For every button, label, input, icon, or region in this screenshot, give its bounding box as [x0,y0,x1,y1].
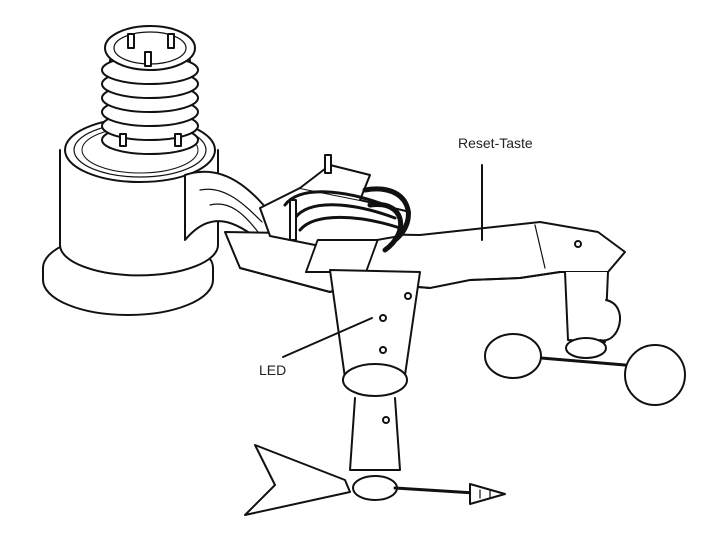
thermo-hygro-shield [101,25,199,155]
reset-button-label: Reset-Taste [458,135,533,151]
wind-vane [244,269,506,516]
led-label: LED [259,362,287,378]
led-pointer-line [282,317,373,358]
mounting-bracket [259,154,411,273]
anemometer [484,271,686,406]
